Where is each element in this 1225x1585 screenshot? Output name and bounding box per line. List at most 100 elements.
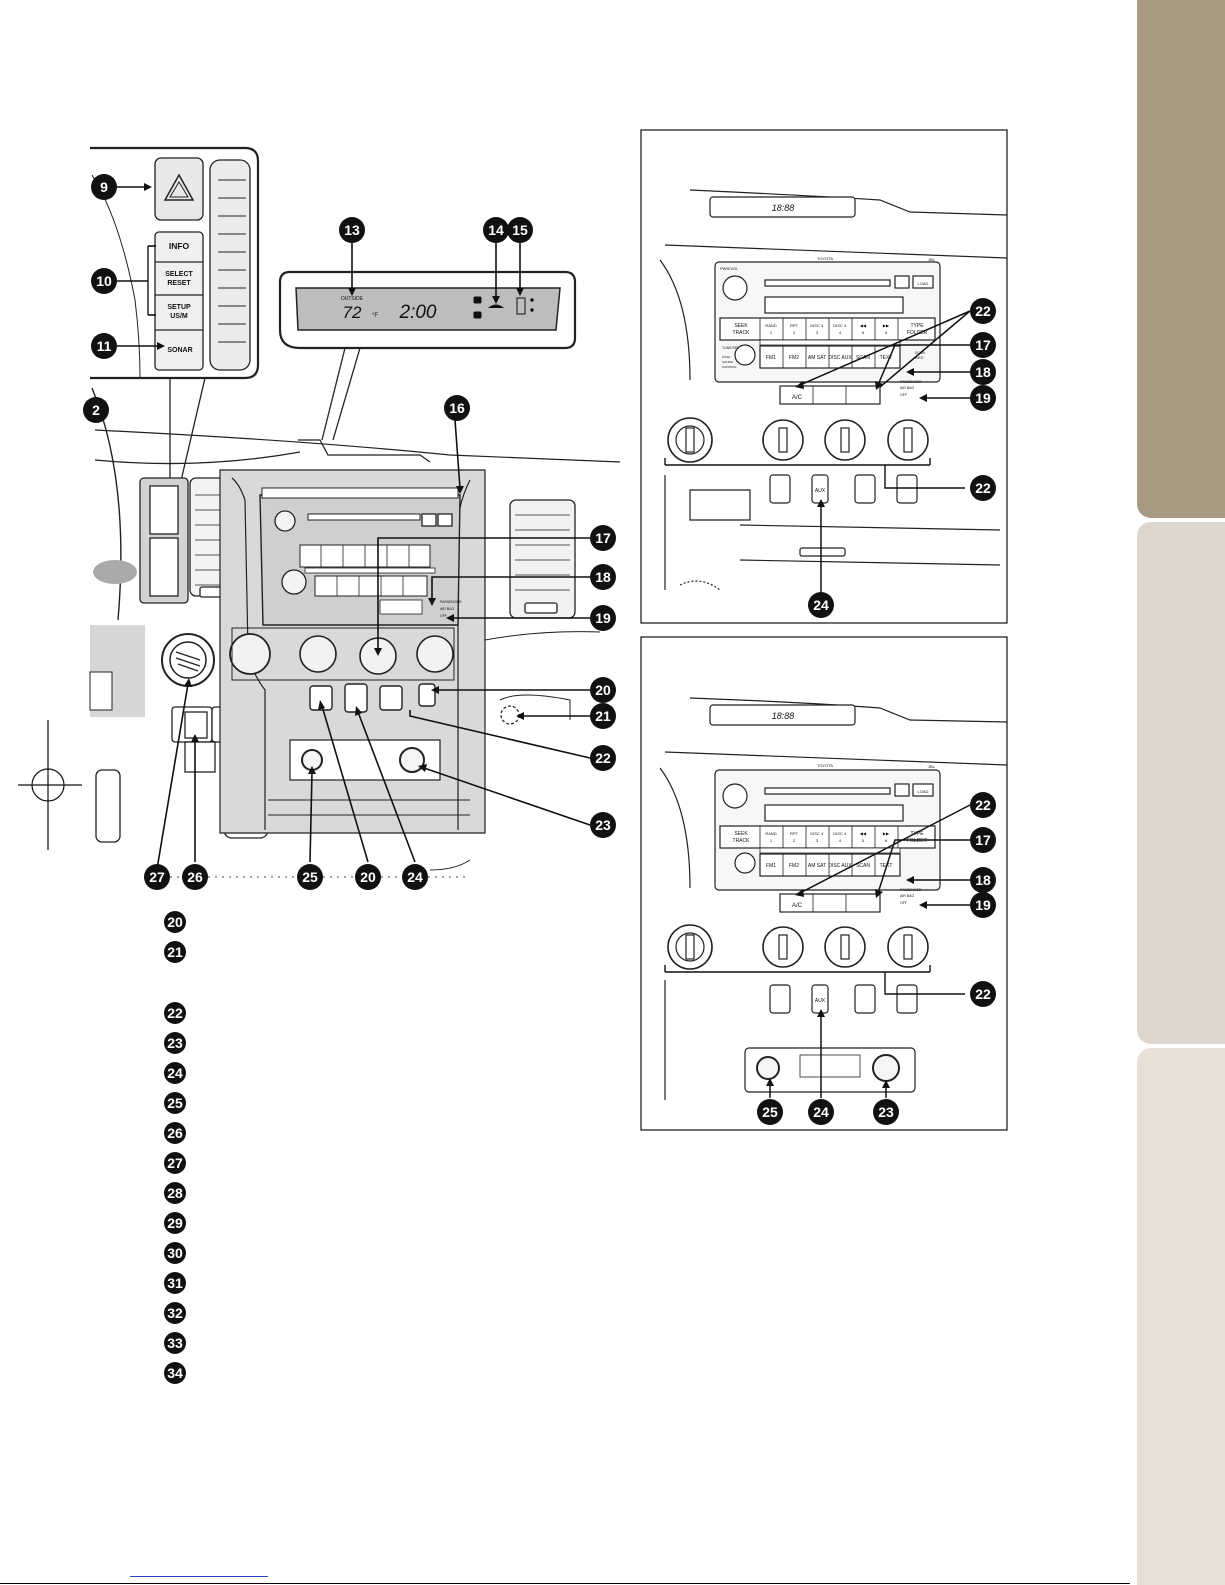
reset-button-label[interactable]: RESET <box>167 280 191 287</box>
rb-fm2[interactable]: FM2 <box>789 863 799 869</box>
svg-text:18: 18 <box>975 364 991 380</box>
rb-track[interactable]: TRACK <box>733 838 751 844</box>
outside-label: OUTSIDE <box>341 296 364 302</box>
rt-preset-3-top[interactable]: DISC ∨ <box>810 323 824 328</box>
svg-text:24: 24 <box>813 1104 829 1120</box>
rt-brand: TOYOTA <box>817 256 833 261</box>
svg-text:26: 26 <box>187 869 203 885</box>
rb-callout-24: 24 <box>808 1099 834 1125</box>
svg-text:17: 17 <box>975 832 991 848</box>
footer-link-underline[interactable] <box>130 1576 268 1577</box>
left-callouts: 9 10 11 2 13 14 15 16 17 18 19 20 21 22 … <box>83 174 616 890</box>
rb-preset-6-num[interactable]: 6 <box>885 838 888 843</box>
section-tab-top[interactable] <box>1137 0 1225 518</box>
section-tab-bottom[interactable] <box>1137 1048 1225 1585</box>
callout-22: 22 <box>590 745 616 771</box>
rt-aux-jack[interactable]: AUX <box>815 488 826 494</box>
legend-item: 25 <box>164 1092 186 1114</box>
rt-fm1[interactable]: FM1 <box>766 355 776 361</box>
rb-callout-19: 19 <box>970 892 996 918</box>
rt-display-readout: 18:88 <box>772 203 795 213</box>
rb-seek[interactable]: SEEK <box>734 831 748 837</box>
rt-disc-aux[interactable]: DISC AUX <box>828 355 852 361</box>
rt-folder[interactable]: FOLDER <box>907 330 928 336</box>
right-bottom-figure: 18:88 TOYOTA JBL LOAD SEEK TRACK TYPE FO… <box>640 636 1008 1131</box>
svg-text:24: 24 <box>407 869 423 885</box>
rt-callout-18: 18 <box>970 359 996 385</box>
rt-preset-5-top[interactable]: ◀◀ <box>860 323 867 328</box>
rt-preset-2-top[interactable]: RPT <box>790 323 799 328</box>
callout-2-partial: 2 <box>83 397 109 423</box>
rb-preset-5-top[interactable]: ◀◀ <box>860 831 867 836</box>
rt-text[interactable]: TEXT <box>880 355 893 361</box>
unit-button-label[interactable]: US/M <box>170 313 188 320</box>
rt-push-1: PUSH <box>722 355 730 359</box>
rt-preset-4-top[interactable]: DISC ∧ <box>833 323 847 328</box>
setup-button-label[interactable]: SETUP <box>167 304 191 311</box>
rb-load[interactable]: LOAD <box>918 789 929 794</box>
rt-preset-3-num[interactable]: 3 <box>816 330 819 335</box>
rb-preset-1-top[interactable]: RAND <box>765 831 776 836</box>
callout-25-bottom: 25 <box>297 864 323 890</box>
rb-preset-2-num[interactable]: 2 <box>793 838 796 843</box>
select-button-label[interactable]: SELECT <box>165 271 193 278</box>
rt-airbag-3: OFF <box>900 393 907 397</box>
rb-callout-18: 18 <box>970 867 996 893</box>
callout-10: 10 <box>91 268 117 294</box>
section-tab-middle[interactable] <box>1137 522 1225 1044</box>
rt-track[interactable]: TRACK <box>733 330 751 336</box>
sonar-button-label[interactable]: SONAR <box>167 347 192 354</box>
rb-aux-jack[interactable]: AUX <box>815 998 826 1004</box>
rt-preset-1-num[interactable]: 1 <box>770 330 773 335</box>
airbag-label-3: OFF <box>440 614 447 618</box>
rt-jbl: JBL <box>928 257 936 262</box>
rb-preset-2-top[interactable]: RPT <box>790 831 799 836</box>
rb-callout-25: 25 <box>757 1099 783 1125</box>
rb-preset-1-num[interactable]: 1 <box>770 838 773 843</box>
svg-text:32: 32 <box>167 1305 183 1321</box>
footer-rule <box>0 1583 1130 1584</box>
rb-scan[interactable]: SCAN <box>856 863 870 869</box>
callout-15: 15 <box>507 217 533 243</box>
rt-preset-2-num[interactable]: 2 <box>793 330 796 335</box>
rt-airbag-2: AIR BAG <box>900 386 914 390</box>
callout-23: 23 <box>590 812 616 838</box>
rt-seek[interactable]: SEEK <box>734 323 748 329</box>
rb-am-sat[interactable]: AM SAT <box>808 863 826 869</box>
rt-ac-button[interactable]: A/C <box>792 395 803 401</box>
rb-airbag-3: OFF <box>900 901 907 905</box>
rt-preset-6-num[interactable]: 6 <box>885 330 888 335</box>
display-indicators <box>473 296 534 319</box>
svg-text:22: 22 <box>595 750 611 766</box>
rt-fm2[interactable]: FM2 <box>789 355 799 361</box>
rt-callouts: 22 17 18 19 22 24 <box>808 298 996 618</box>
rb-preset-3-num[interactable]: 3 <box>816 838 819 843</box>
rb-disc-aux[interactable]: DISC AUX <box>828 863 852 869</box>
rb-preset-6-top[interactable]: ▶▶ <box>883 831 890 836</box>
svg-text:23: 23 <box>878 1104 894 1120</box>
rt-preset-4-num[interactable]: 4 <box>839 330 842 335</box>
info-button-label[interactable]: INFO <box>169 241 190 251</box>
svg-text:26: 26 <box>167 1125 183 1141</box>
rt-tune-sel[interactable]: TUNE/SEL <box>722 346 739 350</box>
rb-type[interactable]: TYPE <box>910 831 924 837</box>
rt-am-sat[interactable]: AM SAT <box>808 355 826 361</box>
rt-preset-5-num[interactable]: 5 <box>862 330 865 335</box>
legend-item: 24 <box>164 1062 186 1084</box>
rb-preset-5-num[interactable]: 5 <box>862 838 865 843</box>
rt-preset-1-top[interactable]: RAND <box>765 323 776 328</box>
rt-load[interactable]: LOAD <box>918 281 929 286</box>
rb-preset-4-num[interactable]: 4 <box>839 838 842 843</box>
rb-callout-22b: 22 <box>970 981 996 1007</box>
rt-preset-6-top[interactable]: ▶▶ <box>883 323 890 328</box>
rb-preset-4-top[interactable]: DISC ∧ <box>833 831 847 836</box>
rb-preset-3-top[interactable]: DISC ∨ <box>810 831 824 836</box>
svg-text:19: 19 <box>595 610 611 626</box>
rt-pwr-vol[interactable]: PWR/VOL <box>720 266 739 271</box>
rb-folder[interactable]: FOLDER <box>907 838 928 844</box>
legend-list: 20 21 22 23 24 25 26 27 28 29 30 31 32 3… <box>164 911 186 1384</box>
rb-ac-button[interactable]: A/C <box>792 903 803 909</box>
rb-fm1[interactable]: FM1 <box>766 863 776 869</box>
legend-item: 34 <box>164 1362 186 1384</box>
rt-type[interactable]: TYPE <box>910 323 924 329</box>
